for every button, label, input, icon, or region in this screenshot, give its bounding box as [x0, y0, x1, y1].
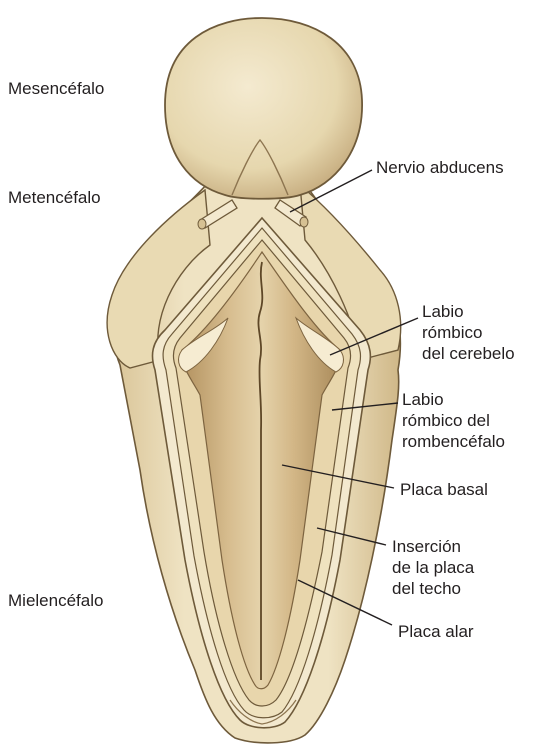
- label-placa-basal: Placa basal: [400, 479, 488, 500]
- label-placa-alar: Placa alar: [398, 621, 474, 642]
- label-mesencefalo: Mesencéfalo: [8, 78, 104, 99]
- label-labio-rombencefalo: Labio rómbico del rombencéfalo: [402, 389, 505, 452]
- label-nervio-abducens: Nervio abducens: [376, 157, 504, 178]
- label-metencefalo: Metencéfalo: [8, 187, 101, 208]
- label-insercion: Inserción de la placa del techo: [392, 536, 474, 599]
- mesencephalon: [165, 18, 362, 199]
- label-labio-cerebelo: Labio rómbico del cerebelo: [422, 301, 515, 364]
- label-mielencefalo: Mielencéfalo: [8, 590, 103, 611]
